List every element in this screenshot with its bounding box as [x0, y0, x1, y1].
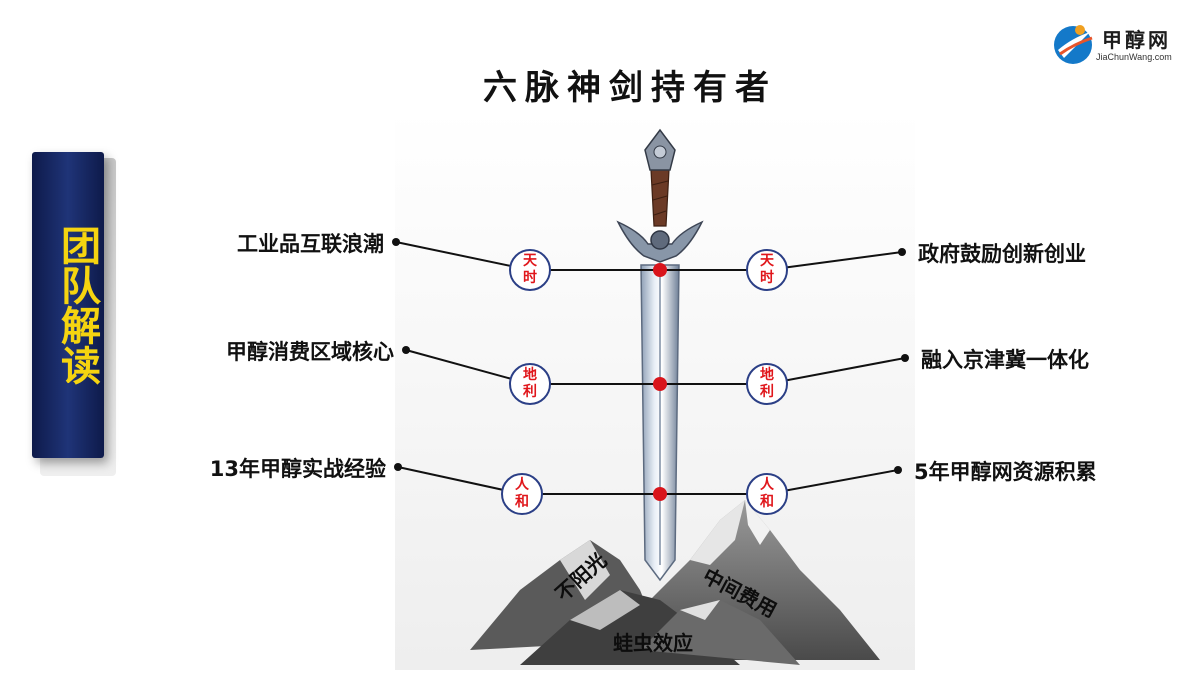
sword: [616, 128, 704, 582]
logo-url: JiaChunWang.com: [1096, 52, 1172, 62]
right-badge-2: 地利: [746, 363, 788, 405]
right-label-2: 融入京津冀一体化: [921, 348, 1089, 372]
connector-dot-right-2: [901, 354, 909, 362]
connector-dot-right-3: [894, 466, 902, 474]
right-label-3: 5年甲醇网资源积累: [914, 460, 1097, 484]
right-badge-3: 人和: [746, 473, 788, 515]
left-badge-3: 人和: [501, 473, 543, 515]
sword-dot-3: [653, 487, 667, 501]
right-badge-1: 天时: [746, 249, 788, 291]
connector-dot-left-3: [394, 463, 402, 471]
right-label-1: 政府鼓励创新创业: [918, 242, 1086, 266]
mountains: [470, 500, 880, 665]
mountain-label-center: 蛙虫效应: [613, 631, 693, 655]
right-badge-text-1: 天时: [760, 253, 774, 286]
logo-name: 甲醇网: [1102, 28, 1171, 52]
left-badge-text-1: 天时: [523, 253, 537, 286]
left-badge-2: 地利: [509, 363, 551, 405]
left-label-1: 工业品互联浪潮: [237, 232, 384, 256]
logo-mark-icon: [1054, 25, 1093, 64]
connector-dot-left-2: [402, 346, 410, 354]
right-badge-text-3: 人和: [760, 477, 774, 510]
right-badge-text-2: 地利: [760, 367, 774, 400]
left-label-3: 13年甲醇实战经验: [209, 457, 386, 481]
left-label-2: 甲醇消费区域核心: [226, 340, 394, 364]
connector-dot-left-1: [392, 238, 400, 246]
left-badge-text-2: 地利: [523, 367, 537, 400]
left-badge-text-3: 人和: [515, 477, 529, 510]
brand-logo[interactable]: 甲醇网 JiaChunWang.com: [1050, 20, 1190, 70]
connector-dot-right-1: [898, 248, 906, 256]
side-title-box: [32, 152, 104, 458]
left-badge-1: 天时: [509, 249, 551, 291]
side-title: 团队解读: [54, 225, 100, 385]
sword-dot-2: [653, 377, 667, 391]
sword-dot-1: [653, 263, 667, 277]
page-title: 六脉神剑持有者: [483, 68, 777, 108]
